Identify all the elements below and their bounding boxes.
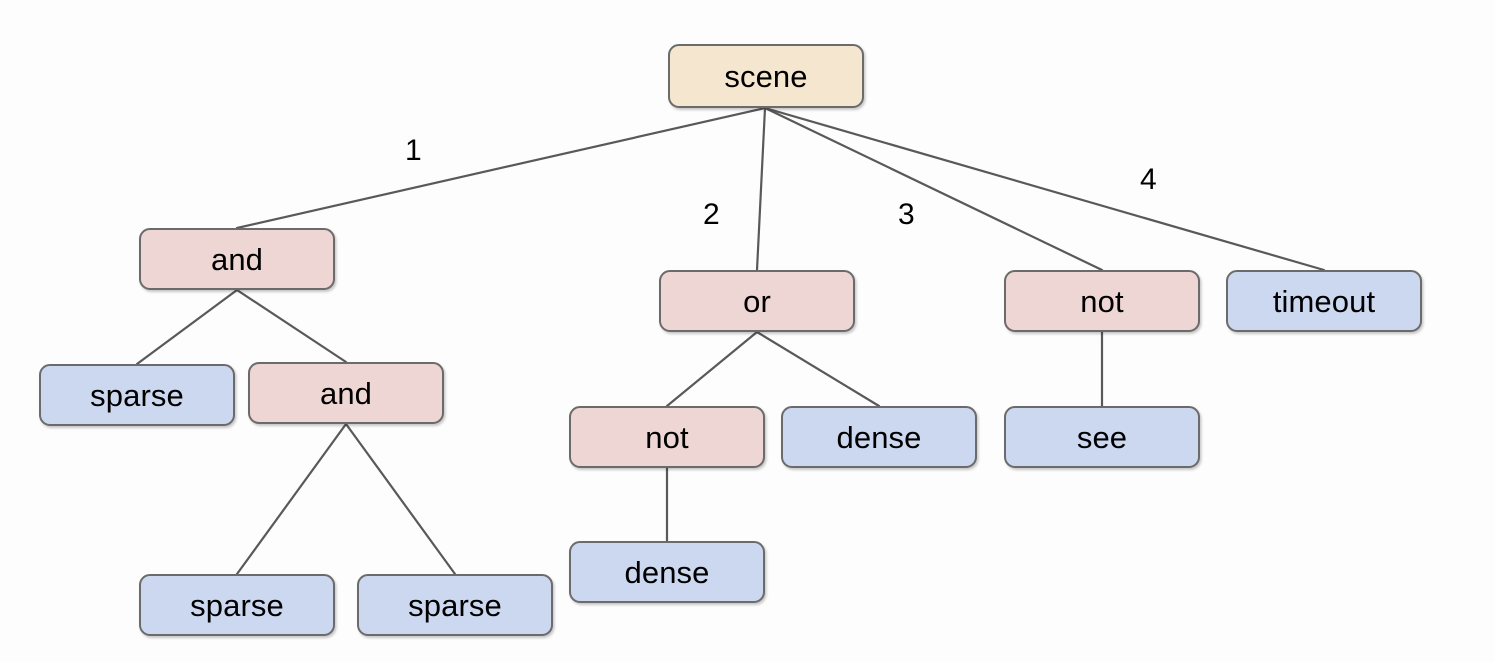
tree-edge [235,106,767,230]
tree-edge [755,106,767,272]
tree-node-not1[interactable]: not [1004,270,1200,332]
tree-node-and2[interactable]: and [248,362,444,424]
edge-label-4: 4 [1140,163,1157,196]
edge-label-1: 1 [405,134,422,167]
tree-node-scene[interactable]: scene [668,44,864,108]
tree-node-not2[interactable]: not [569,406,765,468]
tree-node-timeout1[interactable]: timeout [1226,270,1422,332]
edge-label-2: 2 [703,198,720,231]
tree-node-and1[interactable]: and [139,228,335,290]
tree-edge [665,330,759,408]
tree-node-dense2[interactable]: dense [569,541,765,603]
tree-node-sparse1[interactable]: sparse [39,364,235,426]
tree-edge [755,330,881,408]
tree-node-sparse3[interactable]: sparse [357,574,553,636]
tree-node-dense1[interactable]: dense [781,406,977,468]
tree-edge [763,106,1326,272]
tree-edge [763,106,1104,272]
tree-edge [235,288,348,364]
tree-edge [135,288,239,366]
tree-node-sparse2[interactable]: sparse [139,574,335,636]
tree-edge [235,422,348,576]
tree-edge [344,422,457,576]
tree-node-or1[interactable]: or [659,270,855,332]
edge-label-3: 3 [898,198,915,231]
tree-node-see1[interactable]: see [1004,406,1200,468]
